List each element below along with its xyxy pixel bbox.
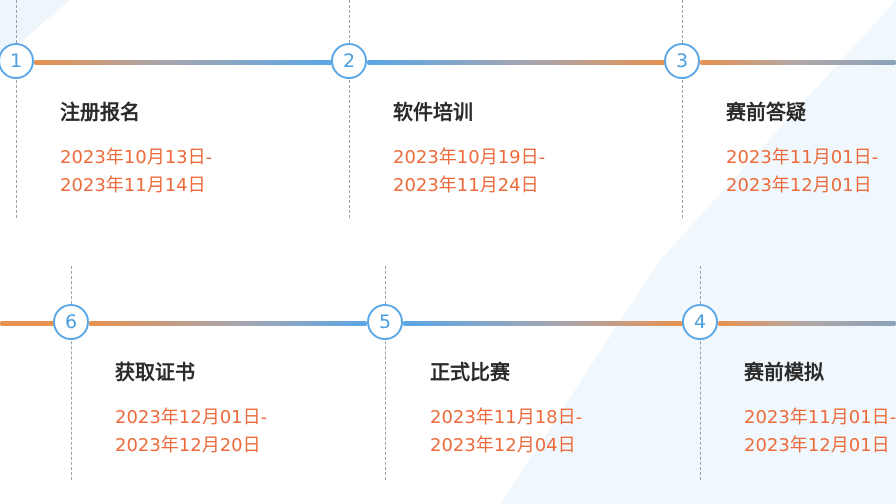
timeline-connector-5-4 [403,321,683,326]
step-3-title: 赛前答疑 [726,100,806,124]
timeline-guide-step-3 [682,0,683,218]
step-6-date-start: 2023年12月01日- [115,407,268,428]
step-3-number-badge: 3 [664,43,700,79]
step-5-title: 正式比赛 [430,360,510,384]
timeline-connector-1-2 [34,60,332,65]
step-1-number-badge: 1 [0,43,34,79]
step-6-title: 获取证书 [115,360,195,384]
step-4-title: 赛前模拟 [744,360,824,384]
step-2-title: 软件培训 [393,100,473,124]
timeline-connector-6-5 [89,321,367,326]
step-2-number-badge: 2 [331,43,367,79]
step-3-date-end: 2023年12月01日 [726,175,872,196]
timeline-guide-step-4 [700,266,701,480]
timeline-connector-3-end [700,60,896,65]
step-2-date-start: 2023年10月19日- [393,147,546,168]
step-2-date-end: 2023年11月24日 [393,175,539,196]
step-5-number-badge: 5 [367,304,403,340]
timeline-connector-4-end [718,321,896,326]
step-1-title: 注册报名 [60,100,140,124]
timeline-guide-step-5 [385,266,386,480]
timeline-guide-step-1 [16,0,17,218]
timeline-connector-start-6 [0,321,55,326]
step-5-date-start: 2023年11月18日- [430,407,583,428]
timeline-connector-2-3 [367,60,665,65]
timeline-guide-step-6 [71,266,72,480]
step-5-date-end: 2023年12月04日 [430,435,576,456]
step-4-date-end: 2023年12月01日 [744,435,890,456]
step-4-number-badge: 4 [682,304,718,340]
step-1-date-end: 2023年11月14日 [60,175,206,196]
step-6-number-badge: 6 [53,304,89,340]
step-1-date-start: 2023年10月13日- [60,147,213,168]
step-6-date-end: 2023年12月20日 [115,435,261,456]
step-4-date-start: 2023年11月01日- [744,407,896,428]
timeline-guide-step-2 [349,0,350,218]
step-3-date-start: 2023年11月01日- [726,147,879,168]
